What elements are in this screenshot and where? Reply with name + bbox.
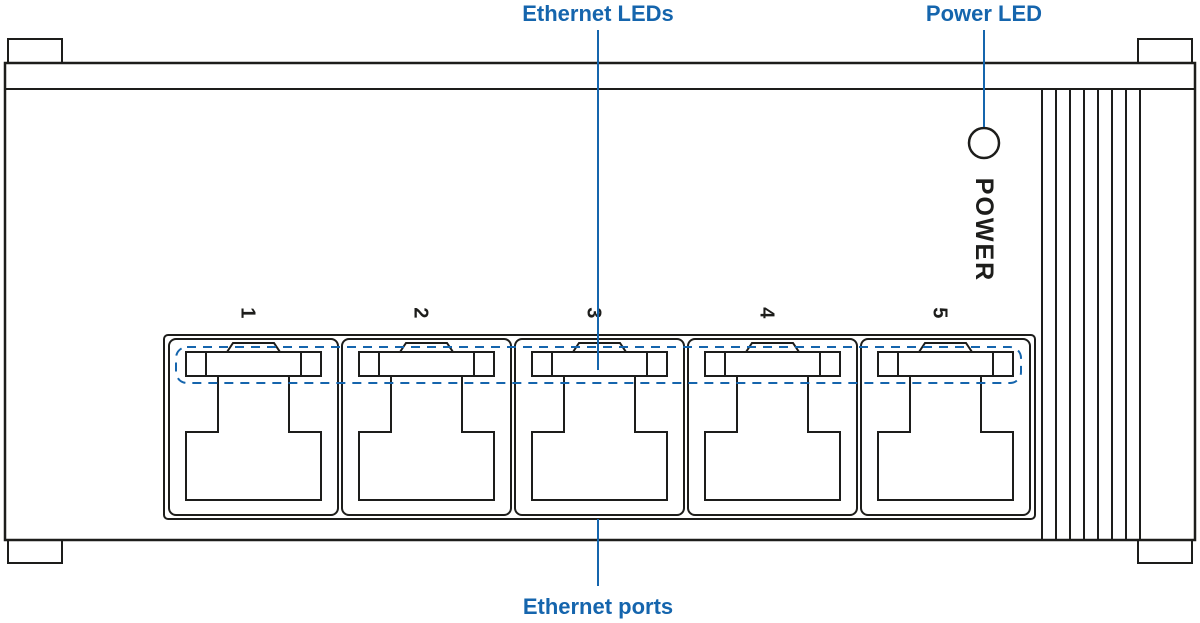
ethernet-port-4	[687, 338, 858, 516]
port-number-2: 2	[410, 307, 432, 319]
ethernet-ports-label: Ethernet ports	[523, 594, 673, 619]
rj45-jack-opening	[358, 375, 495, 501]
ethernet-port-outline	[687, 338, 858, 516]
rj45-latch-bump	[571, 342, 628, 353]
ethernet-port-outline	[168, 338, 339, 516]
rj45-jack-opening	[185, 375, 322, 501]
mounting-tab-top-right	[1137, 38, 1193, 64]
power-panel-label: POWER	[970, 178, 998, 282]
power-led-indicator	[967, 126, 1001, 160]
rj45-jack-opening	[531, 375, 668, 501]
ethernet-port-outline	[514, 338, 685, 516]
ethernet-port-outline	[860, 338, 1031, 516]
ports-block-outline	[163, 334, 1036, 520]
ethernet-leds-label: Ethernet LEDs	[522, 1, 674, 26]
ethernet-port-3	[514, 338, 685, 516]
mounting-tab-bottom-left	[7, 539, 63, 564]
chassis	[3, 38, 1197, 564]
rj45-jack-opening	[877, 375, 1014, 501]
mounting-tab-bottom-right	[1137, 539, 1193, 564]
ethernet-port-2	[341, 338, 512, 516]
mounting-tab-top-left	[7, 38, 63, 64]
ethernet-port-5	[860, 338, 1031, 516]
ethernet-port-outline	[341, 338, 512, 516]
heat-sink-fins	[1041, 89, 1141, 540]
rj45-jack-opening	[704, 375, 841, 501]
ethernet-leds-highlight-box	[175, 346, 1022, 384]
port-number-1: 1	[237, 307, 259, 319]
ethernet-port-1	[168, 338, 339, 516]
port-number-4: 4	[756, 307, 778, 319]
port-number-3: 3	[583, 307, 605, 319]
power-led-label: Power LED	[926, 1, 1042, 26]
port-number-5: 5	[929, 307, 951, 319]
chassis-body-outline	[3, 61, 1197, 542]
